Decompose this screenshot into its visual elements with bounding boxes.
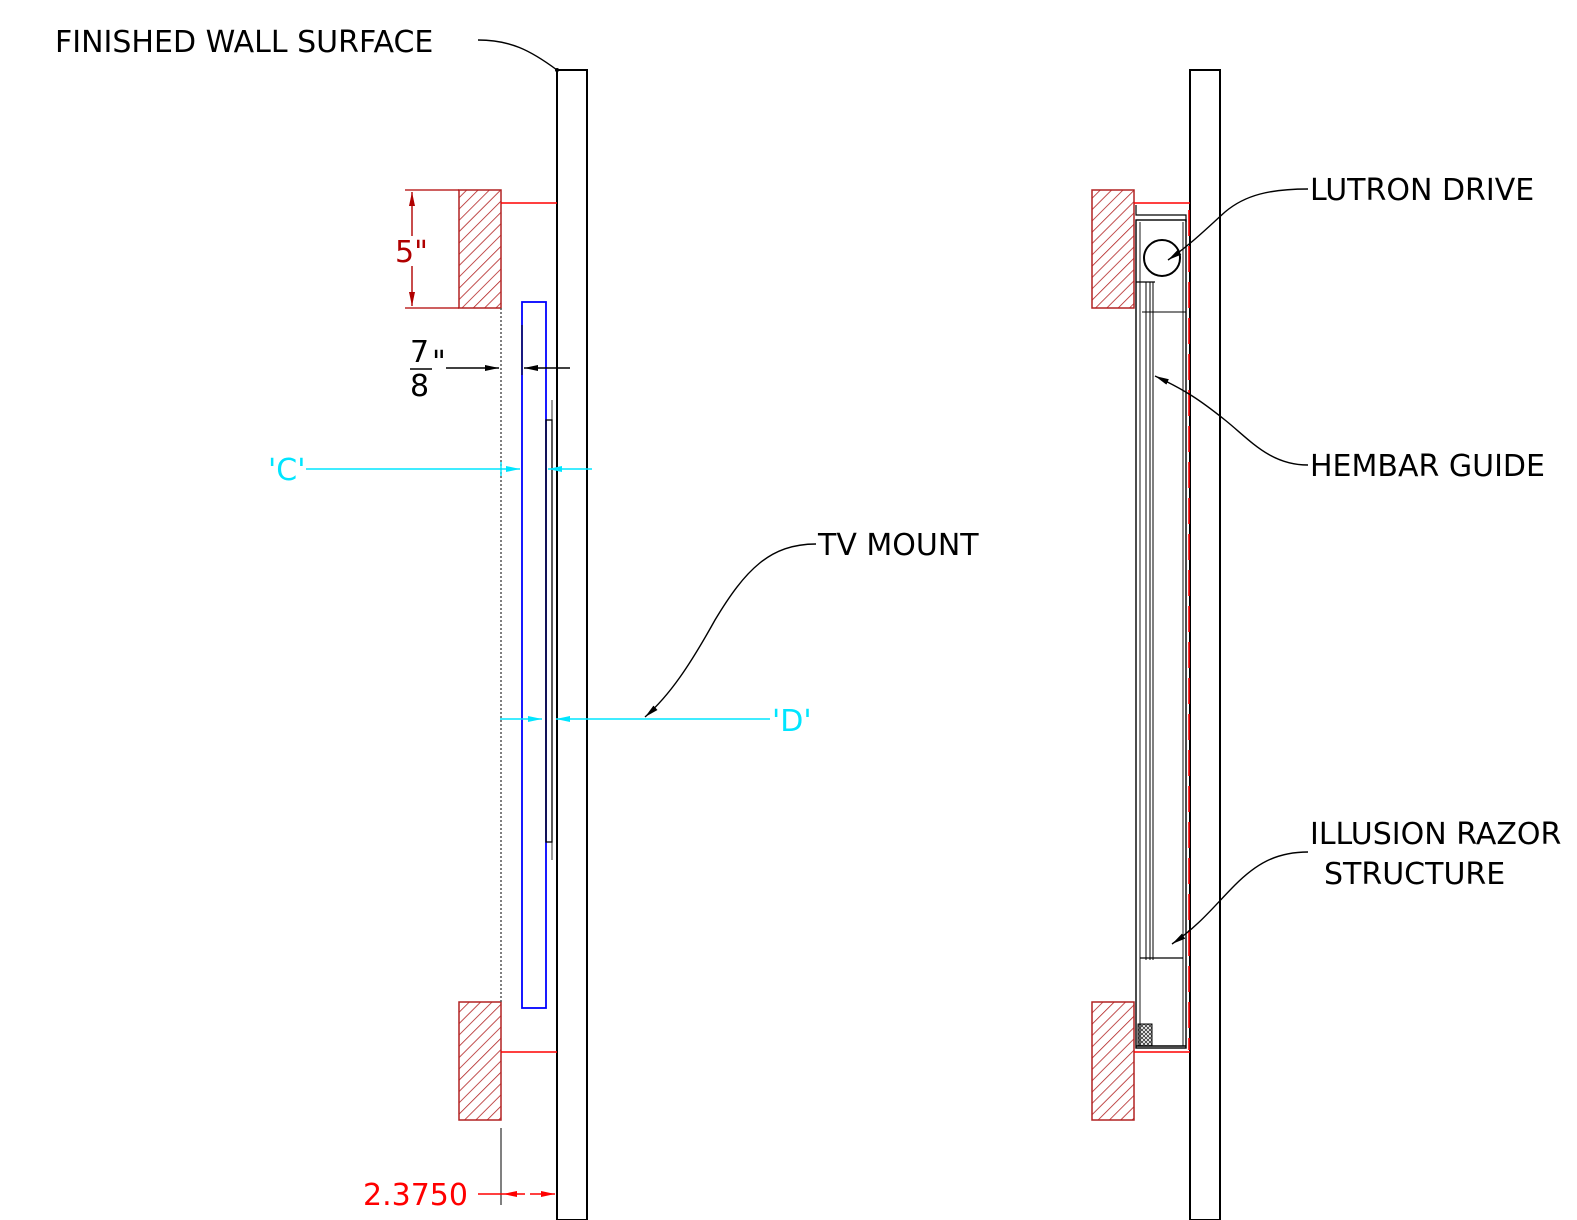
left-wall — [556, 69, 588, 1220]
cassette-housing — [1135, 219, 1187, 1049]
marker-d: 'D' — [772, 704, 812, 739]
right-wall — [1189, 69, 1221, 1220]
illusion-leader — [1171, 851, 1309, 945]
tv-mount-label: TV MOUNT — [817, 528, 979, 563]
lutron-drive-tube — [1143, 239, 1181, 277]
hembar-weight — [1137, 1023, 1153, 1047]
hembar-guide-leader — [1154, 375, 1309, 466]
lutron-drive-label: LUTRON DRIVE — [1310, 173, 1534, 208]
right-section: LUTRON DRIVE HEMBAR GUIDE ILLUSION RAZOR… — [1091, 69, 1561, 1220]
left-section: FINISHED WALL SURFACE 5" 7 8 " 'C' 'D' T… — [55, 25, 979, 1220]
tv-panel — [521, 301, 547, 1009]
finished-wall-leader — [477, 39, 558, 71]
dim-5-text: 5" — [395, 235, 428, 270]
cassette-top-bracket — [1135, 205, 1187, 222]
finished-wall-label: FINISHED WALL SURFACE — [55, 25, 433, 60]
left-header-block — [458, 189, 502, 309]
dim-7-8-denominator: 8 — [410, 369, 429, 404]
dim-bottom-text: 2.3750 — [363, 1178, 468, 1213]
right-header-block — [1091, 189, 1135, 309]
right-sill-block — [1091, 1001, 1135, 1121]
tv-mount-plate — [545, 419, 553, 843]
dim-7-8-numerator: 7 — [410, 335, 429, 370]
illusion-label-line1: ILLUSION RAZOR — [1310, 817, 1561, 852]
illusion-label-line2: STRUCTURE — [1324, 857, 1505, 892]
lutron-drive-leader — [1167, 188, 1309, 261]
left-sill-block — [458, 1001, 502, 1121]
marker-c: 'C' — [268, 453, 305, 488]
finished-wall-leader-dot — [555, 68, 559, 72]
hembar-guide-label: HEMBAR GUIDE — [1310, 449, 1545, 484]
tv-mount-leader — [644, 543, 817, 718]
dim-7-8-inch: " — [432, 345, 446, 380]
